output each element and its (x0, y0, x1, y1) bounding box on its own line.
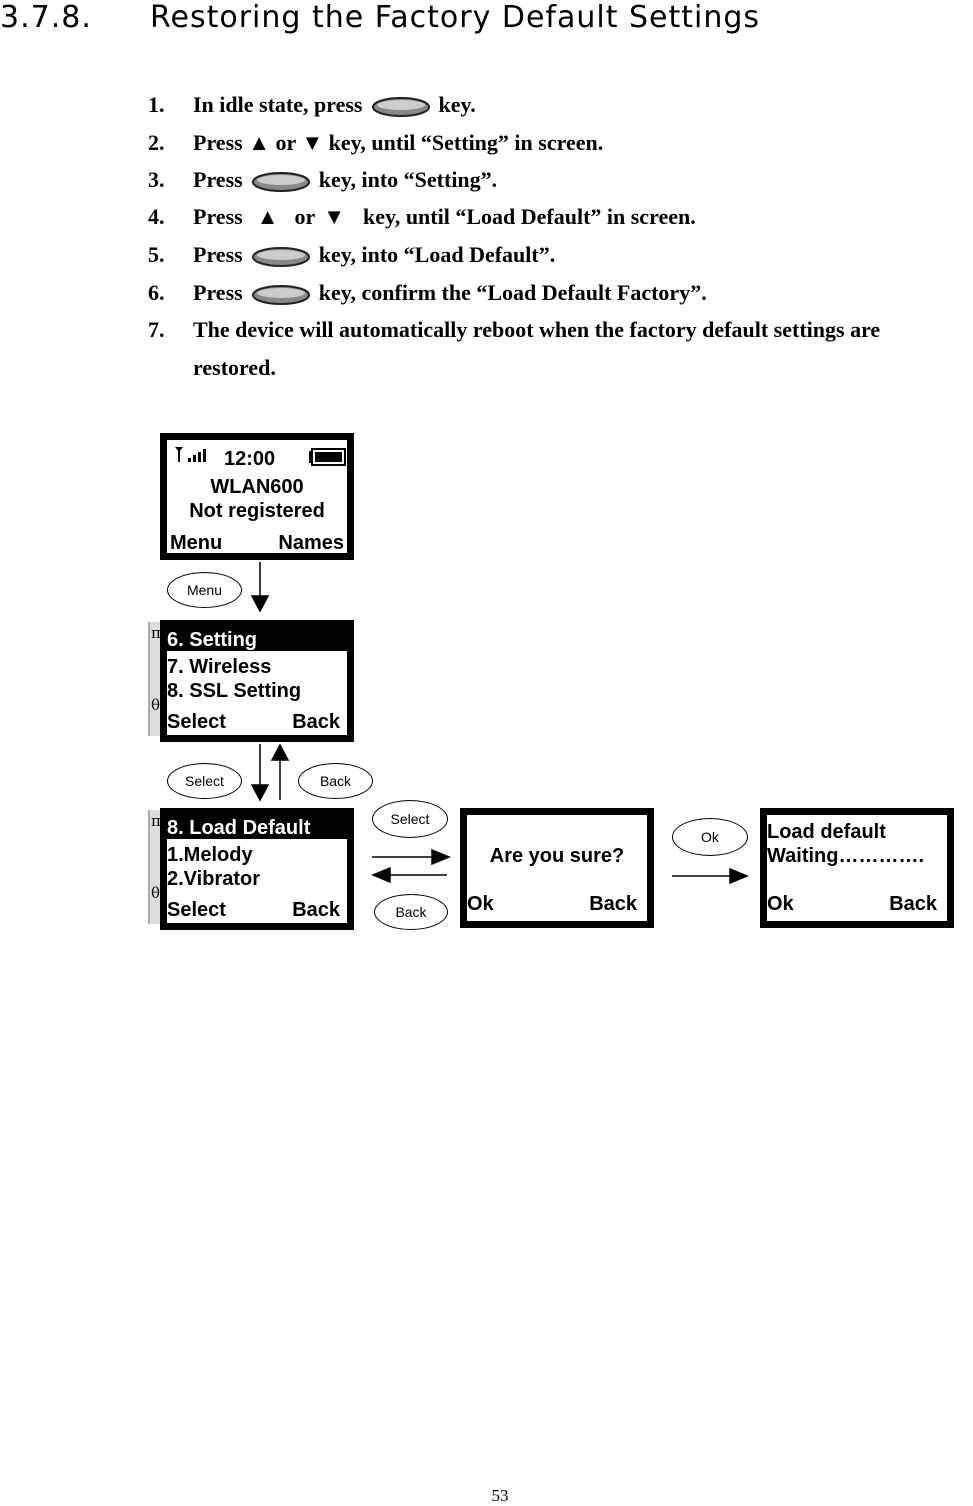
step-text: restored. (193, 355, 276, 380)
down-arrow-icon: ▼ (323, 204, 346, 229)
step-text-end: key, confirm the “Load Default Factory”. (318, 280, 707, 305)
battery-icon (309, 448, 346, 466)
step-text: Press (193, 167, 243, 192)
section-number: 3.7.8. (0, 0, 92, 35)
step-number: 6. (148, 280, 165, 305)
ok-key-icon (251, 171, 310, 192)
step-text-end: key, into “Setting”. (318, 167, 498, 192)
setting-item-load-default-selected[interactable]: 8. Load Default (167, 815, 347, 839)
step-text: In idle state, press (193, 92, 363, 117)
confirm-question: Are you sure? (489, 845, 625, 867)
softkey-left-label[interactable]: Ok (767, 893, 794, 915)
step-number: 7. (148, 317, 165, 342)
page-number: 53 (491, 1486, 509, 1505)
ok-key-button[interactable]: Ok (672, 818, 748, 856)
step-number: 1. (148, 92, 165, 117)
side-symbol-pi: π (151, 624, 161, 642)
menu-key-button[interactable]: Menu (167, 572, 242, 608)
softkey-right-label[interactable]: Back (589, 893, 637, 915)
registration-status: Not registered (189, 500, 325, 522)
ok-key-icon (251, 246, 310, 267)
side-symbol-theta: θ (151, 884, 161, 902)
softkey-right-label[interactable]: Names (278, 532, 344, 554)
ok-key-icon (371, 96, 430, 117)
waiting-status: Waiting…………. (767, 845, 925, 867)
step-text-end: key, into “Load Default”. (318, 242, 556, 267)
step-text: Press (193, 204, 243, 229)
softkey-left-label[interactable]: Menu (170, 532, 223, 554)
setting-item-vibrator[interactable]: 2.Vibrator (167, 868, 260, 890)
idle-screen: 12:00 WLAN600 Not registered Menu Names (160, 433, 354, 560)
menu-item-wireless[interactable]: 7. Wireless (167, 656, 272, 678)
arrow-head-up (270, 743, 290, 761)
softkey-left-label[interactable]: Select (167, 711, 226, 733)
step-number: 3. (148, 167, 165, 192)
step-text: The device will automatically reboot whe… (193, 317, 881, 342)
signal-strength-icon (175, 447, 206, 462)
step-number: 2. (148, 130, 165, 155)
waiting-title: Load default (767, 821, 886, 843)
device-name: WLAN600 (210, 476, 304, 498)
arrow-head-down (250, 595, 270, 613)
softkey-right-label[interactable]: Back (292, 899, 340, 921)
back-key-button[interactable]: Back (374, 894, 448, 930)
arrow-head-right (431, 848, 451, 866)
side-symbol-pi: π (151, 812, 161, 830)
arrow-head-right (729, 867, 749, 885)
section-title: Restoring the Factory Default Settings (150, 0, 761, 35)
softkey-right-label[interactable]: Back (889, 893, 937, 915)
step-text-end: key, until “Load Default” in screen. (363, 204, 696, 229)
menu-screen: 6. Setting 7. Wireless 8. SSL Setting Se… (160, 620, 354, 742)
step-text: Press ▲ or ▼ key, until “Setting” in scr… (193, 130, 604, 155)
setting-item-melody[interactable]: 1.Melody (167, 844, 253, 866)
waiting-screen: Load default Waiting…………. Ok Back (760, 808, 954, 928)
confirm-screen: Are you sure? Ok Back (460, 808, 654, 928)
clock-time: 12:00 (224, 448, 276, 470)
back-key-button[interactable]: Back (298, 763, 373, 799)
step-text-or: or (294, 204, 316, 229)
arrow-head-down (250, 784, 270, 802)
softkey-left-label[interactable]: Select (167, 899, 226, 921)
step-text-end: key. (438, 92, 476, 117)
section-heading: 3.7.8. Restoring the Factory Default Sett… (0, 0, 760, 35)
softkey-left-label[interactable]: Ok (467, 893, 494, 915)
step-text: Press (193, 280, 243, 305)
select-key-button[interactable]: Select (167, 763, 242, 799)
setting-side-scrollbar: π θ (148, 810, 162, 924)
up-arrow-icon: ▲ (256, 204, 279, 229)
softkey-right-label[interactable]: Back (292, 711, 340, 733)
arrow-head-left (371, 866, 391, 884)
ok-key-icon (251, 284, 310, 305)
menu-item-ssl-setting[interactable]: 8. SSL Setting (167, 680, 302, 702)
menu-item-setting-selected[interactable]: 6. Setting (167, 627, 347, 651)
menu-side-scrollbar: π θ (148, 622, 162, 736)
select-key-button[interactable]: Select (372, 800, 448, 838)
setting-screen: 8. Load Default 1.Melody 2.Vibrator Sele… (160, 808, 354, 930)
step-number: 5. (148, 242, 165, 267)
side-symbol-theta: θ (151, 696, 161, 714)
step-text: Press (193, 242, 243, 267)
step-number: 4. (148, 204, 165, 229)
